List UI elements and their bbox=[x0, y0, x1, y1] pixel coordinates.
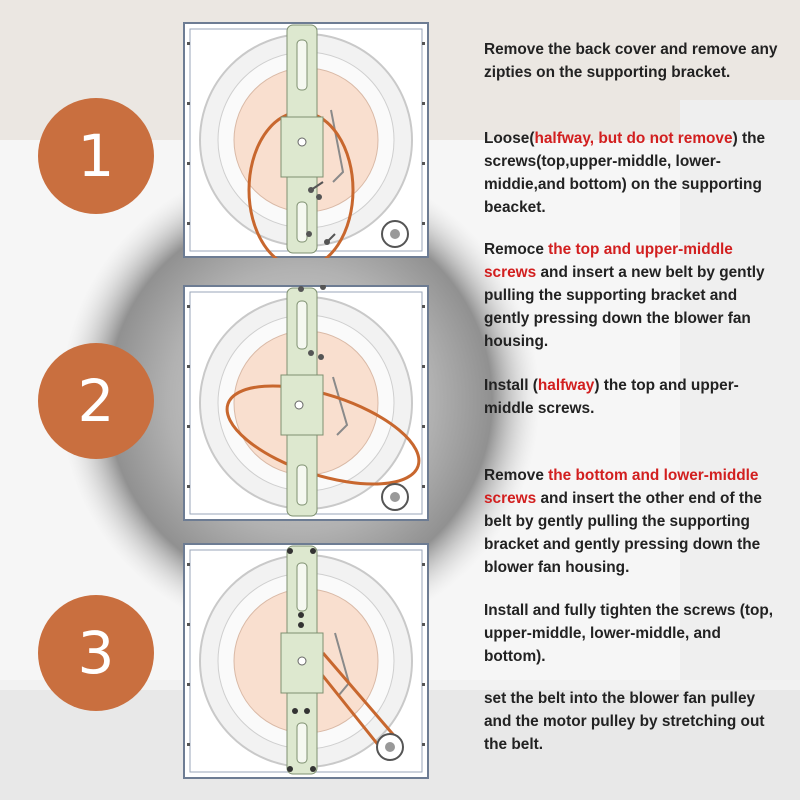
step-1-diagram bbox=[183, 22, 429, 258]
instruction-2: Loose(halfway, but do not remove) the sc… bbox=[484, 130, 766, 216]
screws bbox=[287, 548, 316, 772]
highlight: halfway bbox=[537, 377, 595, 394]
highlight: halfway, but do not remove bbox=[534, 130, 733, 147]
step-1-badge: 1 bbox=[38, 98, 154, 214]
highlight: the top and upper-middle screws bbox=[484, 241, 733, 281]
instruction-7: set the belt into the blower fan pulley … bbox=[484, 690, 765, 753]
step-2-diagram bbox=[183, 285, 429, 521]
highlight: the bottom and lower-middle screws bbox=[484, 467, 759, 507]
instruction-5: Remove the bottom and lower-middle screw… bbox=[484, 467, 762, 576]
instruction-1: Remove the back cover and remove any zip… bbox=[484, 41, 778, 81]
instruction-6: Install and fully tighten the screws (to… bbox=[484, 602, 774, 665]
instruction-3: Remoce the top and upper-middle screws a… bbox=[484, 241, 765, 350]
step-3-diagram bbox=[183, 543, 429, 779]
step-3-badge: 3 bbox=[38, 595, 154, 711]
instruction-4: Install (halfway) the top and upper-midd… bbox=[484, 377, 739, 417]
step-2-badge: 2 bbox=[38, 343, 154, 459]
